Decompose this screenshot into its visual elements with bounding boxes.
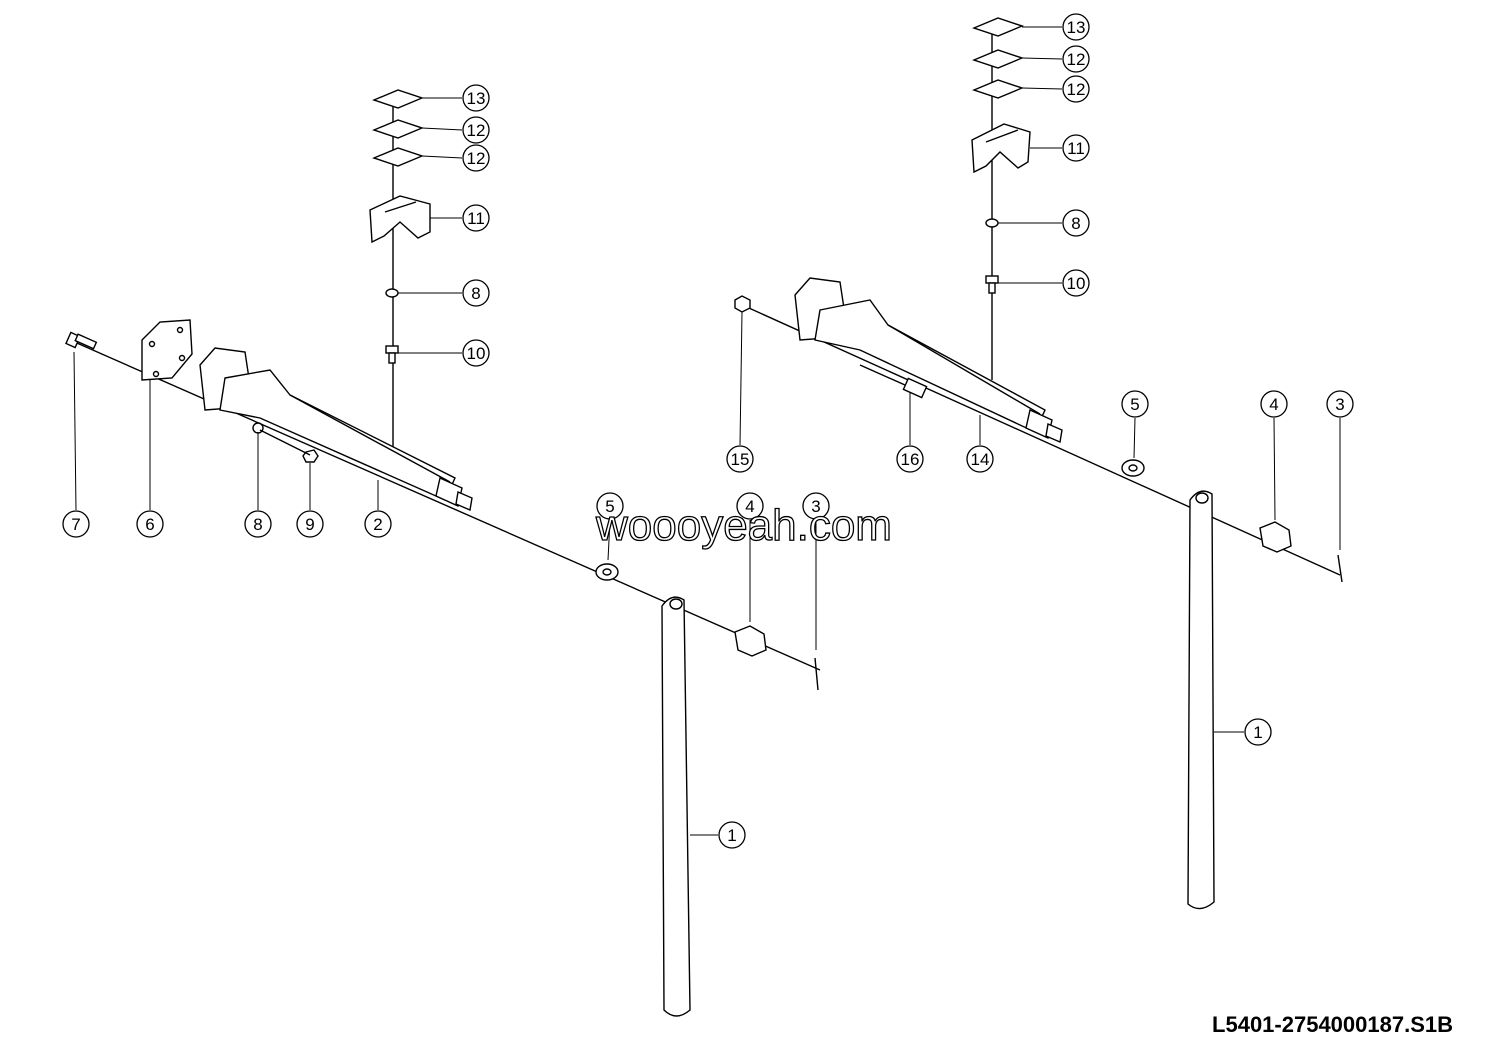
castle-nut-part [734,625,767,657]
plate-part [141,319,193,381]
right-callout-circle [1260,390,1288,418]
left-callout-label: 3 [811,497,820,516]
right-callout-label: 14 [971,450,990,469]
right-callout-label: 13 [1067,18,1086,37]
right-callout-label: 12 [1067,80,1086,99]
left-callout-circle [462,279,490,307]
bolt-part [65,331,98,350]
washer-part [595,563,619,581]
screw-part [985,275,999,294]
bracket-part [971,123,1031,174]
left-callout-circle [718,821,746,849]
left-callout-circle [462,144,490,172]
left-callout-circle [802,492,830,520]
arm-part [1187,490,1215,910]
right-callout-circle [1244,718,1272,746]
right-callout-label: 1 [1253,723,1262,742]
drawing-code: L5401-2754000187.S1B [1212,1012,1453,1037]
nut-part [302,449,319,463]
left-callout-label: 10 [467,344,486,363]
left-callout-circle [62,510,90,538]
cotter-pin-part [1337,554,1343,583]
right-callout-label: 16 [901,450,920,469]
left-callout-label: 1 [727,826,736,845]
left-callout-label: 8 [253,515,262,534]
screw-part [385,345,399,364]
left-callout-circle [136,510,164,538]
left-callout-circle [364,510,392,538]
right-callout-circle [896,445,924,473]
arm-part [661,596,691,1017]
left-callout-label: 5 [605,497,614,516]
nut-part [734,295,751,313]
right-callout-circle [1062,134,1090,162]
tube-part [794,277,1063,443]
right-callout-circle [966,445,994,473]
right-callout-label: 10 [1067,274,1086,293]
left-callout-circle [244,510,272,538]
washer-part [1121,459,1145,477]
right-assembly [734,17,1343,910]
watermark: woooyeah.com [595,501,892,550]
left-callout-label: 4 [745,497,754,516]
left-callout-label: 7 [71,515,80,534]
right-callout-circle [1062,45,1090,73]
left-callout-label: 12 [467,121,486,140]
right-callout-label: 8 [1071,214,1080,233]
left-callout-label: 11 [467,209,485,228]
tube-part [199,347,473,511]
right-callout-label: 5 [1130,395,1139,414]
left-callout-label: 13 [467,89,486,108]
shim-stack [372,89,424,167]
right-callouts: 13 12 12 11 8 10 15 16 14 5 4 3 1 [726,13,1354,746]
left-callout-label: 8 [471,284,480,303]
right-callout-circle [1121,390,1149,418]
bracket-part [369,195,431,244]
right-callout-label: 4 [1269,395,1278,414]
left-callouts: 13 12 12 11 8 10 7 6 8 9 2 5 4 3 1 [62,84,830,849]
left-callout-circle [462,116,490,144]
left-callout-circle [596,492,624,520]
left-callout-circle [462,339,490,367]
right-callout-circle [1062,269,1090,297]
left-axis-line [69,339,821,671]
castle-nut-part [1259,521,1292,553]
cotter-pin-part [814,657,819,691]
left-callout-circle [462,84,490,112]
right-callout-label: 3 [1335,395,1344,414]
left-callout-label: 9 [305,515,314,534]
right-callout-label: 12 [1067,50,1086,69]
lock-washer-part [985,218,999,228]
right-callout-circle [1326,390,1354,418]
bolt-part [859,364,928,399]
right-callout-circle [1062,13,1090,41]
left-callout-circle [462,204,490,232]
right-callout-label: 11 [1067,139,1085,158]
right-axis-line [739,303,1341,576]
left-callout-label: 2 [373,515,382,534]
left-callout-label: 12 [467,149,486,168]
left-callout-circle [296,510,324,538]
left-assembly [65,89,821,1017]
lock-washer-part [385,288,399,298]
shim-stack [972,17,1024,99]
right-callout-label: 15 [731,450,750,469]
left-callout-circle [736,492,764,520]
right-callout-circle [726,445,754,473]
right-callout-circle [1062,209,1090,237]
left-callout-label: 6 [145,515,154,534]
right-callout-circle [1062,75,1090,103]
